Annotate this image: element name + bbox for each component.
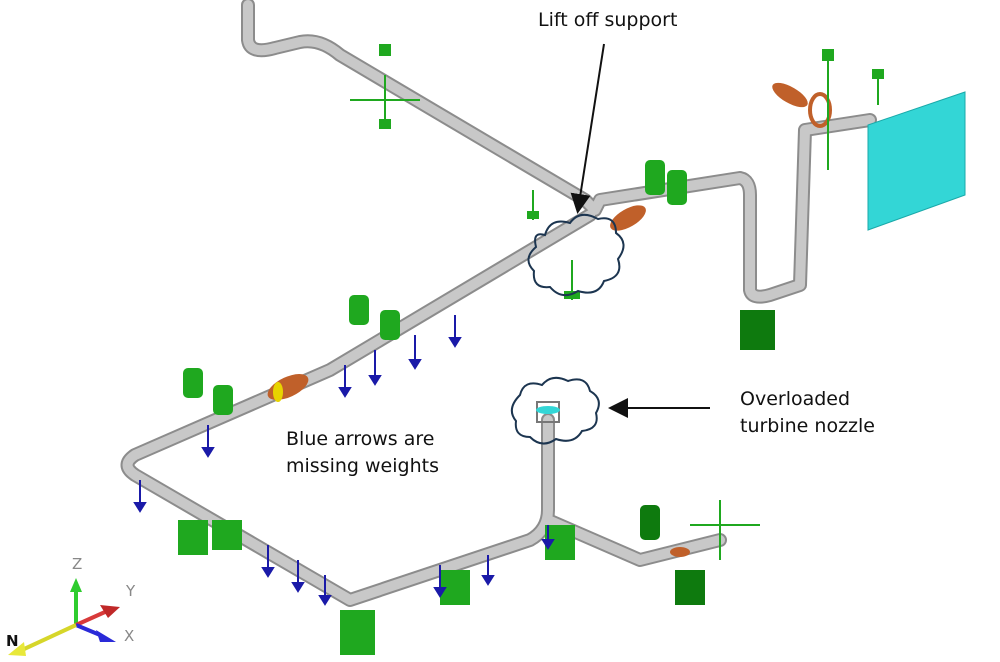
weight-arrow	[368, 350, 382, 386]
support-base	[212, 520, 242, 550]
spring-can	[640, 505, 660, 540]
axis-y-label: Y	[126, 582, 136, 600]
spring-supports	[178, 160, 775, 655]
axis-n-line	[21, 623, 77, 652]
restraint-cross	[350, 44, 420, 129]
weight-arrow	[541, 525, 555, 550]
lift-off-support-label: Lift off support	[538, 9, 678, 31]
spring-can	[213, 385, 233, 415]
restraint-cross	[822, 49, 834, 170]
weight-arrow	[261, 545, 275, 578]
axis-x-line	[75, 623, 101, 637]
valve	[772, 82, 808, 108]
weight-arrow	[481, 555, 495, 586]
turbine-casing	[867, 91, 966, 231]
pipe-network	[120, 0, 877, 607]
lift-off-cloud	[527, 213, 625, 297]
valve	[670, 547, 690, 557]
spring-can	[380, 310, 400, 340]
nozzle-cloud	[510, 376, 600, 445]
axis-y-line	[75, 610, 106, 627]
weight-arrow	[201, 425, 215, 458]
turbine-label-line2: turbine nozzle	[740, 415, 875, 437]
valve-flange	[273, 382, 283, 402]
weight-arrow	[133, 480, 147, 513]
restraints	[350, 44, 884, 560]
valve-group	[267, 82, 832, 557]
valve	[610, 205, 646, 231]
spring-can	[667, 170, 687, 205]
valve-flange	[808, 92, 832, 128]
weight-arrow	[291, 560, 305, 593]
support-base	[178, 520, 208, 555]
lift-off-callout-arrow	[570, 43, 605, 214]
spring-can	[645, 160, 665, 195]
axis-z-arrow	[70, 578, 82, 592]
axis-n-label: N	[6, 632, 19, 650]
restraint-cross	[690, 500, 760, 560]
missing-weight-arrows	[133, 315, 555, 606]
blue-arrows-label-line1: Blue arrows are	[286, 428, 435, 450]
support-base	[740, 310, 775, 350]
blue-arrows-label-line2: missing weights	[286, 455, 439, 477]
axis-x-arrow	[96, 630, 116, 642]
spring-can	[349, 295, 369, 325]
weight-arrow	[448, 315, 462, 348]
axis-x-label: X	[124, 627, 135, 645]
axis-triad	[8, 578, 120, 656]
support-base	[340, 610, 375, 655]
axis-n-arrow	[8, 642, 26, 656]
restraint-cross	[527, 190, 539, 220]
axis-z-label: Z	[72, 555, 83, 573]
weight-arrow	[318, 575, 332, 606]
weight-arrow	[408, 335, 422, 370]
support-base	[675, 570, 705, 605]
turbine-nozzle	[536, 401, 560, 423]
spring-can	[183, 368, 203, 398]
turbine-label-line1: Overloaded	[740, 388, 851, 410]
axis-y-arrow	[100, 605, 120, 618]
weight-arrow	[338, 365, 352, 398]
restraint-cross	[872, 69, 884, 105]
weight-arrow	[433, 565, 447, 598]
